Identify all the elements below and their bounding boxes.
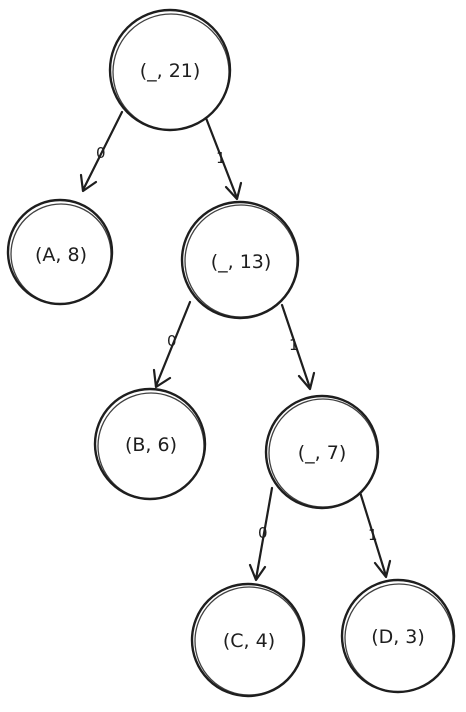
edge-root-a: 0 — [79, 110, 124, 193]
edge-label: 0 — [167, 332, 177, 350]
edge-label: 0 — [258, 524, 268, 542]
tree-node-b: (B, 6) — [93, 387, 207, 501]
tree-node-a: (A, 8) — [6, 198, 114, 306]
nodes-layer: (_, 21) (A, 8) (_, 13) (B, 6) — [6, 8, 456, 698]
node-label: (D, 3) — [371, 626, 425, 648]
edge-label: 1 — [216, 149, 226, 167]
tree-node-n7: (_, 7) — [264, 394, 380, 510]
edges-layer: 0 1 0 1 0 — [79, 110, 392, 582]
node-label: (A, 8) — [35, 244, 87, 266]
tree-node-d: (D, 3) — [340, 578, 456, 694]
edge-root-n13: 1 — [204, 116, 243, 201]
tree-node-c: (C, 4) — [190, 582, 306, 698]
node-label: (C, 4) — [223, 630, 275, 652]
tree-node-n13: (_, 13) — [180, 200, 300, 320]
edge-n7-c: 0 — [248, 486, 274, 582]
node-label: (_, 13) — [211, 251, 272, 273]
edge-n7-d: 1 — [358, 490, 392, 579]
node-label: (_, 21) — [140, 60, 201, 82]
edge-label: 0 — [96, 144, 106, 162]
edge-n13-b: 0 — [152, 300, 192, 389]
node-label: (_, 7) — [298, 442, 347, 464]
tree-node-root: (_, 21) — [108, 8, 232, 132]
edge-label: 1 — [368, 526, 378, 544]
edge-label: 1 — [289, 336, 299, 354]
node-label: (B, 6) — [125, 434, 177, 456]
edge-n13-n7: 1 — [280, 303, 316, 391]
